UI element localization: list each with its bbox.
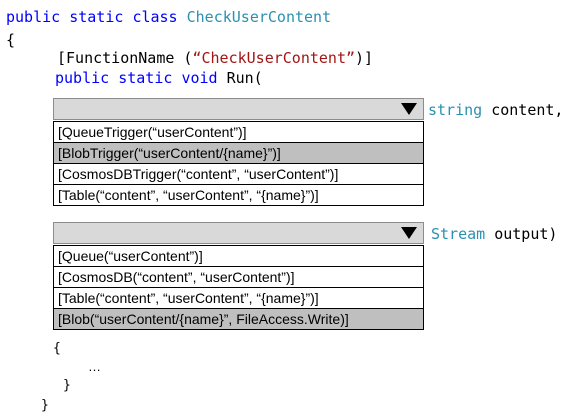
- method-open-brace: {: [53, 341, 61, 356]
- triangle-down-icon[interactable]: [395, 99, 423, 119]
- class-declaration: public static class CheckUserContent: [6, 8, 331, 26]
- parameter-name-content: content,: [491, 101, 564, 119]
- function-name-attribute: [FunctionName (“CheckUserContent”)]: [57, 49, 373, 67]
- method-close-brace: }: [63, 378, 71, 393]
- trigger-options-list: [QueueTrigger(“userContent”)] [BlobTrigg…: [53, 121, 424, 206]
- attribute-string: “CheckUserContent”: [192, 49, 356, 67]
- parameter-type-string: string: [428, 101, 483, 119]
- output-option-table[interactable]: [Table(“content”, “userContent”, “{name}…: [54, 287, 423, 308]
- keyword-public-method: public: [55, 69, 110, 87]
- keyword-static: static: [69, 8, 124, 26]
- output-option-queue[interactable]: [Queue(“userContent”)]: [54, 245, 423, 266]
- method-name: Run(: [226, 69, 263, 87]
- attribute-close: )]: [355, 49, 374, 67]
- trigger-option-cosmosdb[interactable]: [CosmosDBTrigger(“content”, “userContent…: [54, 163, 423, 184]
- output-option-blob[interactable]: [Blob(“userContent/{name}”, FileAccess.W…: [54, 308, 423, 329]
- output-dropdown-header[interactable]: [53, 222, 424, 244]
- method-signature: public static void Run(: [55, 69, 263, 87]
- trigger-option-table[interactable]: [Table(“content”, “userContent”, “{name}…: [54, 184, 423, 205]
- keyword-void: void: [181, 69, 218, 87]
- keyword-class: class: [132, 8, 178, 26]
- trigger-dropdown-header[interactable]: [53, 98, 424, 120]
- output-binding-dropdown[interactable]: [Queue(“userContent”)] [CosmosDB(“conten…: [53, 222, 424, 330]
- keyword-public: public: [6, 8, 61, 26]
- class-open-brace: {: [6, 31, 16, 49]
- method-body-ellipsis: …: [88, 359, 101, 374]
- attribute-open: [FunctionName (: [57, 49, 193, 67]
- class-close-brace: }: [41, 398, 49, 413]
- parameter-output: Stream output): [431, 225, 557, 243]
- triangle-down-icon[interactable]: [395, 223, 423, 243]
- keyword-static-method: static: [118, 69, 173, 87]
- output-option-cosmosdb[interactable]: [CosmosDB(“content”, “userContent”)]: [54, 266, 423, 287]
- parameter-content: string content,: [428, 101, 563, 119]
- trigger-option-blob[interactable]: [BlobTrigger(“userContent/{name}”)]: [54, 142, 423, 163]
- output-options-list: [Queue(“userContent”)] [CosmosDB(“conten…: [53, 245, 424, 330]
- parameter-name-output: output): [494, 225, 558, 243]
- trigger-binding-dropdown[interactable]: [QueueTrigger(“userContent”)] [BlobTrigg…: [53, 98, 424, 206]
- trigger-option-queue[interactable]: [QueueTrigger(“userContent”)]: [54, 121, 423, 142]
- parameter-type-stream: Stream: [431, 225, 486, 243]
- class-name: CheckUserContent: [186, 8, 332, 26]
